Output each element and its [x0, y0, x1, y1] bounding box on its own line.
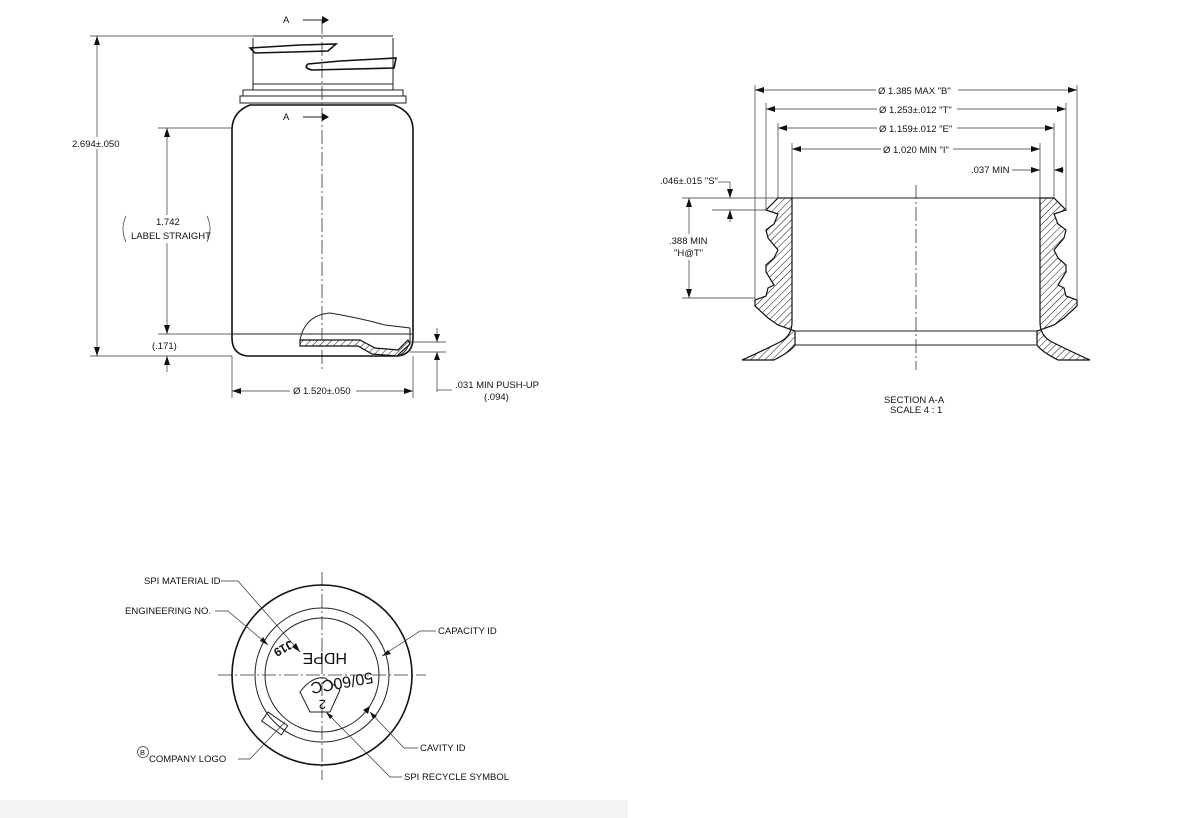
pushup-dim: .031 MIN PUSH-UP: [455, 380, 539, 391]
front-view: A A 2.694±.050 1.742 LABEL STRAIGHT (.17…: [70, 15, 539, 403]
pushup-ref: (.094): [484, 392, 509, 403]
base-dim: (.171): [152, 341, 177, 352]
neck-ring-lower: [239, 95, 407, 104]
recycle-number: 2: [319, 697, 326, 712]
section-scale: SCALE 4 : 1: [890, 405, 942, 416]
section-marker-top: A: [283, 15, 290, 26]
logo-mark: B: [140, 748, 145, 757]
bottom-view: 50/60CC HDPE J19 2 SPI MATERIAL ID ENGIN…: [125, 572, 509, 783]
section-marker-bottom: A: [283, 112, 290, 123]
dim-h-value: .388 MIN: [669, 236, 708, 247]
section-view: Ø 1.385 MAX "B" Ø 1.253±.012 "T" Ø 1.159…: [660, 84, 1091, 416]
registered-mark-icon: [137, 746, 149, 758]
pushup-inner-circle: [264, 617, 380, 733]
neck-ring-upper: [242, 89, 404, 97]
engineering-text: J19: [271, 637, 296, 659]
dim-t: Ø 1.253±.012 "T": [879, 105, 952, 116]
material-text: HDPE: [303, 649, 347, 666]
diameter-dim: Ø 1.520±.050: [293, 386, 351, 397]
height-dim: 2.694±.050: [72, 139, 119, 150]
leader-engineering: [215, 610, 269, 646]
dim-037: .037 MIN: [971, 165, 1010, 176]
section-right-wall: [1036, 197, 1091, 361]
outer-base-circle: [231, 584, 413, 766]
logo-label: COMPANY LOGO: [149, 754, 226, 765]
cavity-label: CAVITY ID: [420, 743, 466, 754]
recycle-label: SPI RECYCLE SYMBOL: [404, 772, 509, 783]
bottle-body-outline: [231, 104, 414, 357]
logo-placeholder: [260, 711, 289, 736]
label-dim-text: LABEL STRAIGHT: [131, 231, 211, 242]
thread-upper: [248, 43, 339, 54]
leader-cavity: [369, 711, 418, 749]
capacity-label: CAPACITY ID: [438, 626, 497, 637]
cavity-marker: [363, 706, 370, 714]
pushup-section-hatch: [299, 338, 411, 357]
leader-spi-material: [221, 580, 301, 653]
dim-h-label: "H@T": [674, 248, 703, 259]
spi-material-label: SPI MATERIAL ID: [144, 576, 221, 587]
capacity-text: 50/60CC: [309, 668, 374, 696]
leader-logo: [238, 721, 286, 760]
label-dim-value: 1.742: [156, 217, 180, 228]
dim-b: Ø 1.385 MAX "B": [878, 86, 951, 97]
section-title: SECTION A-A: [884, 395, 945, 406]
recycle-symbol-icon: [299, 677, 341, 713]
dim-e: Ø 1.159±.012 "E": [879, 124, 952, 135]
dim-s: .046±.015 "S": [660, 176, 718, 187]
pushup-outer-circle: [254, 607, 390, 743]
leader-capacity: [381, 630, 436, 657]
scan-band: [0, 800, 628, 818]
dim-i: Ø 1.020 MIN "I": [883, 145, 949, 156]
leader-recycle: [325, 711, 402, 778]
engineering-label: ENGINEERING NO.: [125, 606, 211, 617]
pushup-cutaway: [299, 312, 411, 357]
section-left-wall: [741, 197, 796, 361]
thread-lower: [305, 57, 397, 71]
